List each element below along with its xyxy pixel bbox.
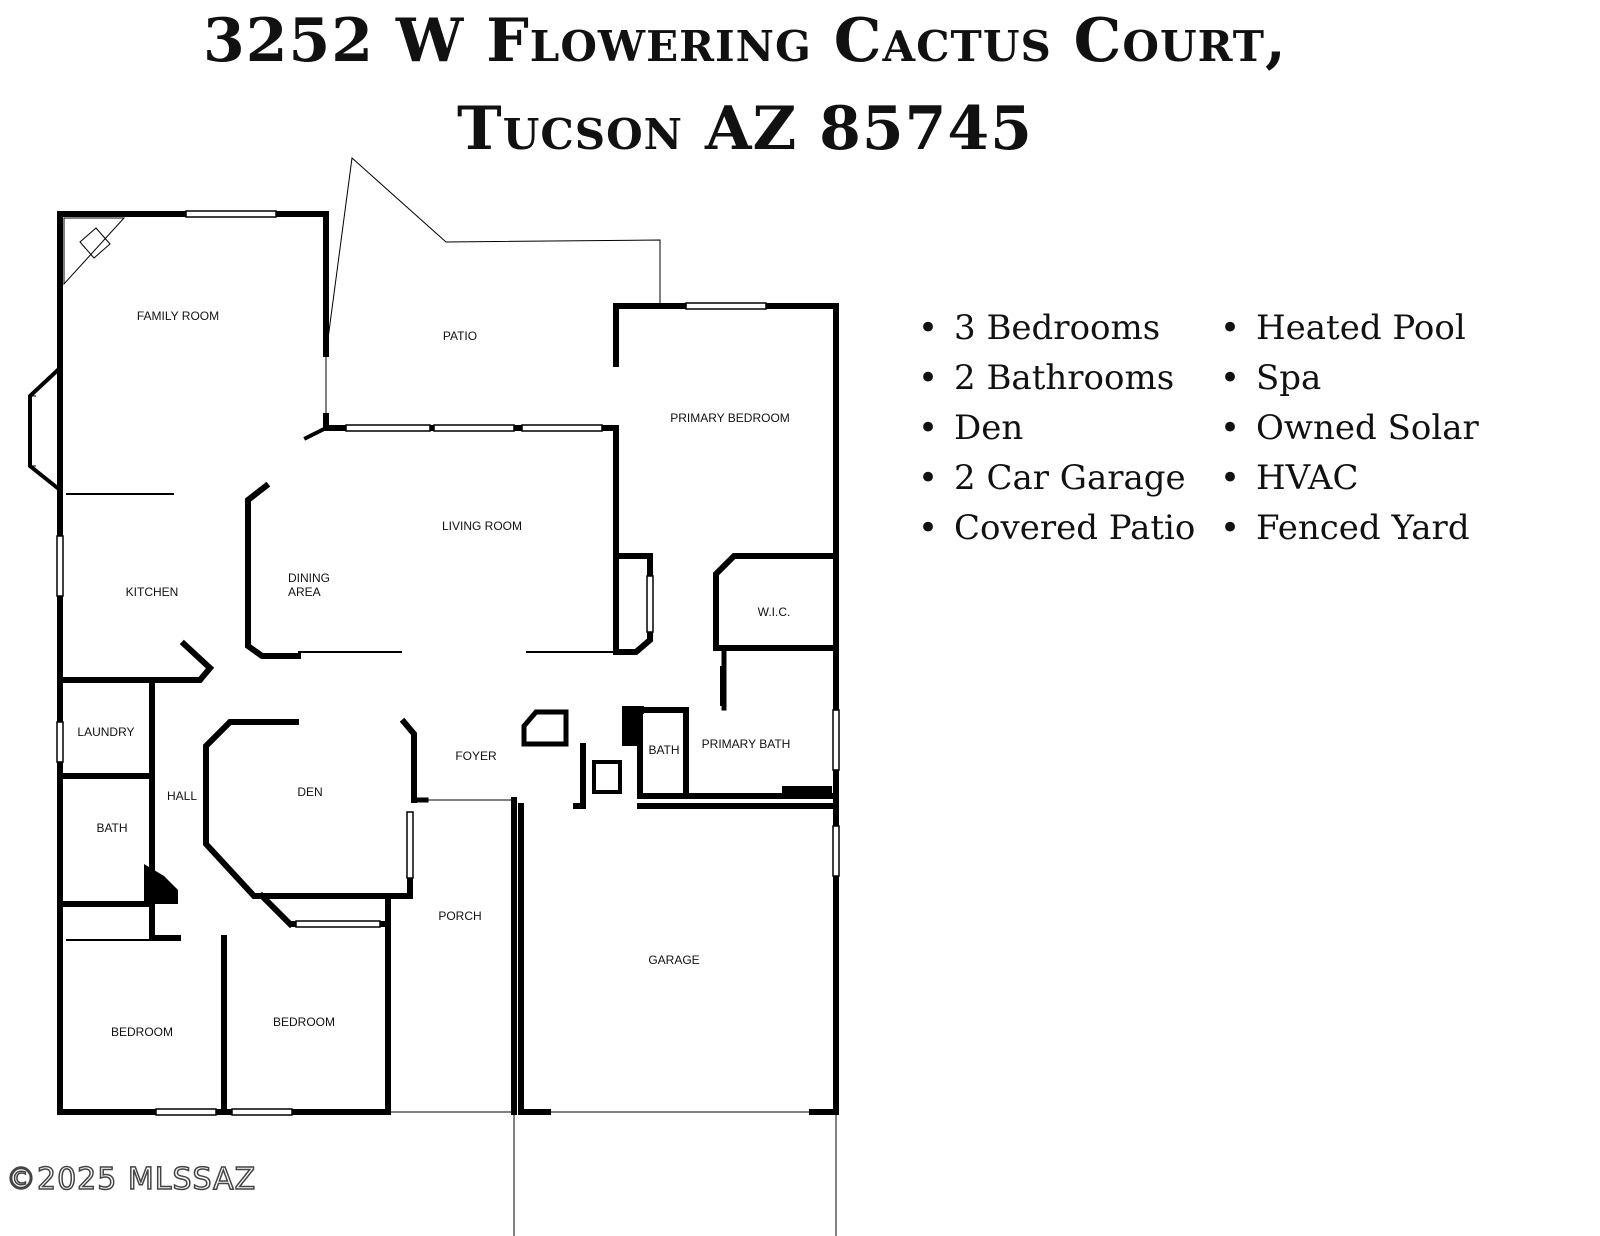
window-kitchen <box>56 535 64 597</box>
feature-item: Spa <box>1220 353 1479 403</box>
label-family-room: FAMILY ROOM <box>137 309 219 323</box>
address-line-1: 3252 W Flowering Cactus Court, <box>203 6 1287 76</box>
feature-item: Heated Pool <box>1220 303 1479 353</box>
wall-garage-nw <box>573 743 586 809</box>
window-living-1 <box>345 424 431 432</box>
features-list-2: Heated Pool Spa Owned Solar HVAC Fenced … <box>1220 303 1479 553</box>
wall-bay <box>28 365 63 493</box>
copyright-watermark: ©2025 MLSSAZ <box>5 1161 257 1198</box>
patio-outline <box>325 156 661 355</box>
wall-closet <box>613 553 653 655</box>
label-patio: PATIO <box>443 329 477 343</box>
label-dining-1: DINING <box>288 571 330 585</box>
window-closet <box>646 575 654 633</box>
feature-item: 3 Bedrooms <box>918 303 1195 353</box>
label-bath-hall: BATH <box>96 821 127 835</box>
label-den: DEN <box>297 785 322 799</box>
label-bath-small: BATH <box>648 743 679 757</box>
label-hall: HALL <box>167 789 197 803</box>
label-living-room: LIVING ROOM <box>442 519 522 533</box>
wall-dining-top <box>303 425 329 441</box>
wall-den-sw <box>257 891 295 929</box>
feature-item: Owned Solar <box>1220 403 1479 453</box>
feature-item: 2 Car Garage <box>918 453 1195 503</box>
feature-item: Fenced Yard <box>1220 503 1479 553</box>
features-list-1: 3 Bedrooms 2 Bathrooms Den 2 Car Garage … <box>918 303 1195 553</box>
fireplace <box>63 217 126 286</box>
wall-hall <box>149 773 181 941</box>
feature-item: Covered Patio <box>918 503 1195 553</box>
shower-box <box>592 760 622 794</box>
label-bedroom-1: BEDROOM <box>111 1025 173 1039</box>
feature-item: 2 Bathrooms <box>918 353 1195 403</box>
window-garage <box>832 825 840 877</box>
label-laundry: LAUNDRY <box>77 725 134 739</box>
wall-foyer-closet <box>521 709 569 747</box>
wall-garage <box>518 803 551 1115</box>
window-den <box>406 811 414 879</box>
address-line-2: Tucson AZ 85745 <box>457 94 1033 164</box>
label-porch: PORCH <box>438 909 481 923</box>
label-primary-bath: PRIMARY BATH <box>702 737 791 751</box>
window-living-3 <box>521 424 603 432</box>
window-living-2 <box>433 424 515 432</box>
wall-kitchen-south <box>57 639 215 683</box>
window-bedroom2-top <box>295 920 381 928</box>
label-dining-2: AREA <box>288 585 321 599</box>
water-heater <box>144 864 178 904</box>
primary-bath-fixture <box>782 786 832 798</box>
window-primary <box>685 302 767 310</box>
label-bedroom-2: BEDROOM <box>273 1015 335 1029</box>
window-family <box>185 210 277 218</box>
label-wic: W.I.C. <box>758 605 791 619</box>
fireplace-box <box>79 227 111 259</box>
window-bedroom-1 <box>155 1108 217 1116</box>
wall-dining <box>245 481 301 659</box>
label-primary-bedroom: PRIMARY BEDROOM <box>670 411 790 425</box>
wall-den <box>203 719 413 899</box>
wall-family-west <box>57 211 329 493</box>
window-bedroom-2 <box>231 1108 293 1116</box>
wall-den-ne <box>399 717 417 803</box>
label-garage: GARAGE <box>648 953 699 967</box>
foyer-post <box>622 710 638 746</box>
wall-bedroom2-north <box>289 893 391 927</box>
window-primary-bath <box>832 709 840 771</box>
feature-item: HVAC <box>1220 453 1479 503</box>
window-laundry <box>56 721 64 763</box>
label-kitchen: KITCHEN <box>126 585 179 599</box>
label-foyer: FOYER <box>455 749 497 763</box>
feature-item: Den <box>918 403 1195 453</box>
bath-fixture-post <box>720 666 725 706</box>
wall-wic <box>713 553 839 651</box>
bay-window <box>30 395 36 467</box>
